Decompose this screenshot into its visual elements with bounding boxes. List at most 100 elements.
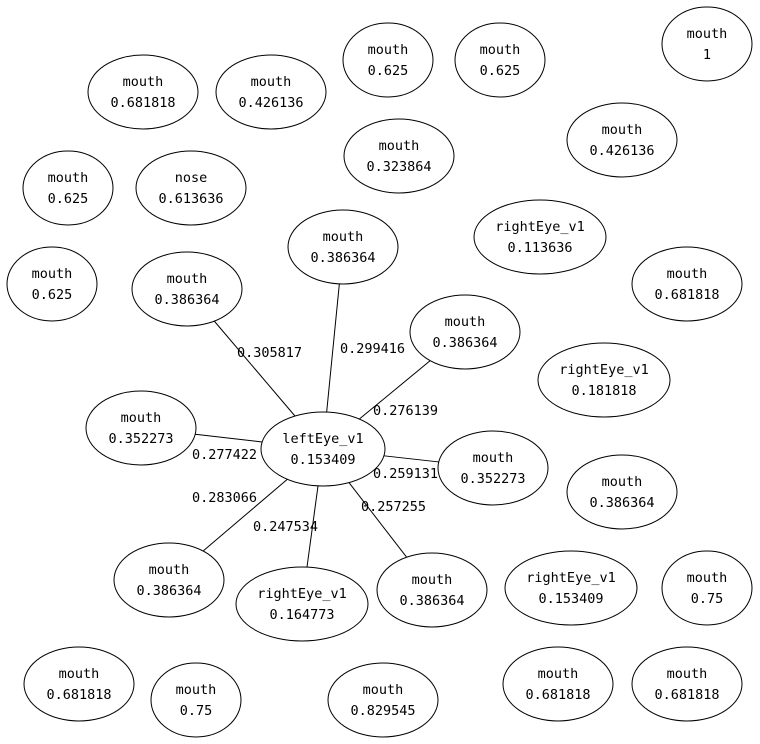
graph-node[interactable]: mouth 0.75 — [150, 662, 242, 738]
node-label: rightEye_v1 — [559, 362, 648, 378]
edge-weight-label: 0.277422 — [192, 447, 257, 463]
graph-edge — [326, 283, 340, 413]
node-label: mouth — [123, 74, 164, 90]
node-ellipse — [661, 550, 753, 626]
node-ellipse — [87, 54, 199, 130]
node-ellipse — [343, 118, 455, 194]
edge-weight-label: 0.305817 — [237, 345, 302, 361]
graph-node[interactable]: mouth 0.681818 — [631, 246, 743, 322]
edge-weight-label: 0.259131 — [373, 466, 438, 482]
node-ellipse — [260, 411, 386, 487]
node-ellipse — [85, 390, 197, 466]
node-ellipse — [135, 150, 247, 226]
graph-node[interactable]: mouth 0.426136 — [566, 102, 678, 178]
node-ellipse — [409, 294, 521, 370]
graph-node[interactable]: mouth 0.352273 — [85, 390, 197, 466]
graph-node[interactable]: mouth 0.681818 — [23, 646, 135, 722]
node-label: mouth — [687, 570, 728, 586]
node-ellipse — [502, 646, 614, 722]
node-label: rightEye_v1 — [495, 219, 584, 235]
node-value: 0.75 — [691, 591, 724, 607]
node-label: mouth — [176, 682, 217, 698]
node-ellipse — [150, 662, 242, 738]
graph-edge — [383, 455, 439, 463]
node-value: 0.113636 — [507, 240, 572, 256]
node-label: mouth — [48, 170, 89, 186]
graph-edge — [348, 482, 408, 558]
node-label: mouth — [602, 474, 643, 490]
node-label: mouth — [473, 450, 514, 466]
graph-node[interactable]: mouth 0.625 — [22, 150, 114, 226]
node-label: mouth — [251, 74, 292, 90]
graph-node[interactable]: rightEye_v1 0.113636 — [473, 199, 607, 275]
node-ellipse — [631, 246, 743, 322]
node-ellipse — [661, 6, 753, 82]
edge-weight-label: 0.257255 — [361, 499, 426, 515]
node-label: mouth — [149, 562, 190, 578]
node-value: 0.426136 — [589, 143, 654, 159]
node-ellipse — [235, 566, 369, 642]
graph-node[interactable]: rightEye_v10.153409 — [504, 550, 638, 626]
node-value: 0.153409 — [290, 452, 355, 468]
node-value: 0.75 — [180, 703, 213, 719]
node-value: 0.681818 — [654, 287, 719, 303]
node-value: 0.323864 — [366, 159, 431, 175]
node-value: 0.153409 — [538, 591, 603, 607]
node-value: 0.625 — [48, 191, 89, 207]
graph-edge — [202, 478, 288, 552]
node-label: mouth — [379, 138, 420, 154]
node-label: mouth — [538, 666, 579, 682]
edge-weight-label: 0.299416 — [340, 341, 405, 357]
node-label: mouth — [667, 266, 708, 282]
node-value: 0.164773 — [269, 607, 334, 623]
edge-weight-label: 0.247534 — [253, 519, 318, 535]
node-label: mouth — [602, 122, 643, 138]
node-value: 0.352273 — [108, 431, 173, 447]
graph-node[interactable]: rightEye_v10.181818 — [537, 342, 671, 418]
node-value: 0.386364 — [310, 250, 375, 266]
graph-node[interactable]: leftEye_v10.153409 — [260, 411, 386, 487]
node-ellipse — [113, 542, 225, 618]
node-ellipse — [131, 251, 243, 327]
node-value: 0.386364 — [399, 593, 464, 609]
node-value: 0.352273 — [460, 471, 525, 487]
node-ellipse — [215, 54, 327, 130]
node-ellipse — [287, 209, 399, 285]
node-label: mouth — [32, 266, 73, 282]
node-ellipse — [327, 662, 439, 738]
graph-node[interactable]: rightEye_v10.164773 — [235, 566, 369, 642]
graph-edge — [306, 485, 319, 568]
node-label: mouth — [667, 666, 708, 682]
graph-node[interactable]: mouth 0.352273 — [437, 430, 549, 506]
graph-edge — [213, 320, 296, 417]
graph-edge — [359, 360, 431, 420]
node-label: mouth — [59, 666, 100, 682]
node-value: 1 — [703, 47, 711, 63]
node-ellipse — [537, 342, 671, 418]
node-ellipse — [454, 22, 546, 98]
node-label: mouth — [445, 314, 486, 330]
node-label: mouth — [121, 410, 162, 426]
graph-node[interactable]: mouth 0.75 — [661, 550, 753, 626]
node-value: 0.829545 — [350, 703, 415, 719]
node-value: 0.681818 — [46, 687, 111, 703]
node-ellipse — [566, 102, 678, 178]
graph-node[interactable]: mouth 0.323864 — [343, 118, 455, 194]
